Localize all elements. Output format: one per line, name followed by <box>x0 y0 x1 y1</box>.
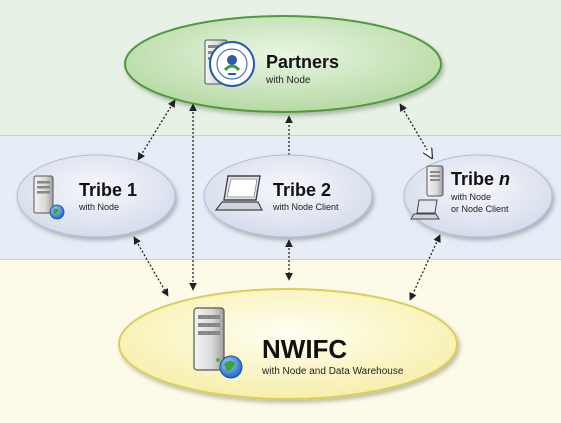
nwifc-title: NWIFC <box>262 334 347 364</box>
arrow-partners-tribe1 <box>137 99 176 161</box>
tribe2-title: Tribe 2 <box>273 180 331 200</box>
triben-subtitle-1: with Node <box>450 192 491 202</box>
tribe1-subtitle: with Node <box>78 202 119 212</box>
globe-icon <box>219 355 243 379</box>
tribe1-title: Tribe 1 <box>79 180 137 200</box>
laptop-icon <box>410 199 440 220</box>
nwifc-subtitle: with Node and Data Warehouse <box>261 366 404 377</box>
partners-title: Partners <box>266 52 339 72</box>
epa-seal-icon <box>209 41 255 87</box>
triben-title: Tribe n <box>451 169 510 189</box>
server-icon <box>193 307 225 371</box>
tribe2-subtitle: with Node Client <box>272 202 339 212</box>
tribe2-node: Tribe 2 with Node Client <box>203 154 373 238</box>
arrow-partners-triben <box>399 104 432 158</box>
laptop-icon <box>214 175 263 211</box>
globe-icon <box>49 204 65 220</box>
nwifc-node: NWIFC with Node and Data Warehouse <box>118 288 458 400</box>
partners-subtitle: with Node <box>265 75 311 86</box>
triben-title-prefix: Tribe <box>451 169 499 189</box>
triben-node: Tribe n with Node or Node Client <box>403 154 553 238</box>
tribe1-node: Tribe 1 with Node <box>16 154 176 238</box>
triben-title-variable: n <box>499 169 510 189</box>
partners-node: Partners with Node <box>124 15 442 113</box>
arrow-triben-nwifc <box>409 234 441 301</box>
connections <box>133 99 441 301</box>
triben-subtitle-2: or Node Client <box>451 204 509 214</box>
server-icon <box>426 165 444 197</box>
server-icon <box>33 175 54 214</box>
arrow-tribe1-nwifc <box>133 236 169 297</box>
